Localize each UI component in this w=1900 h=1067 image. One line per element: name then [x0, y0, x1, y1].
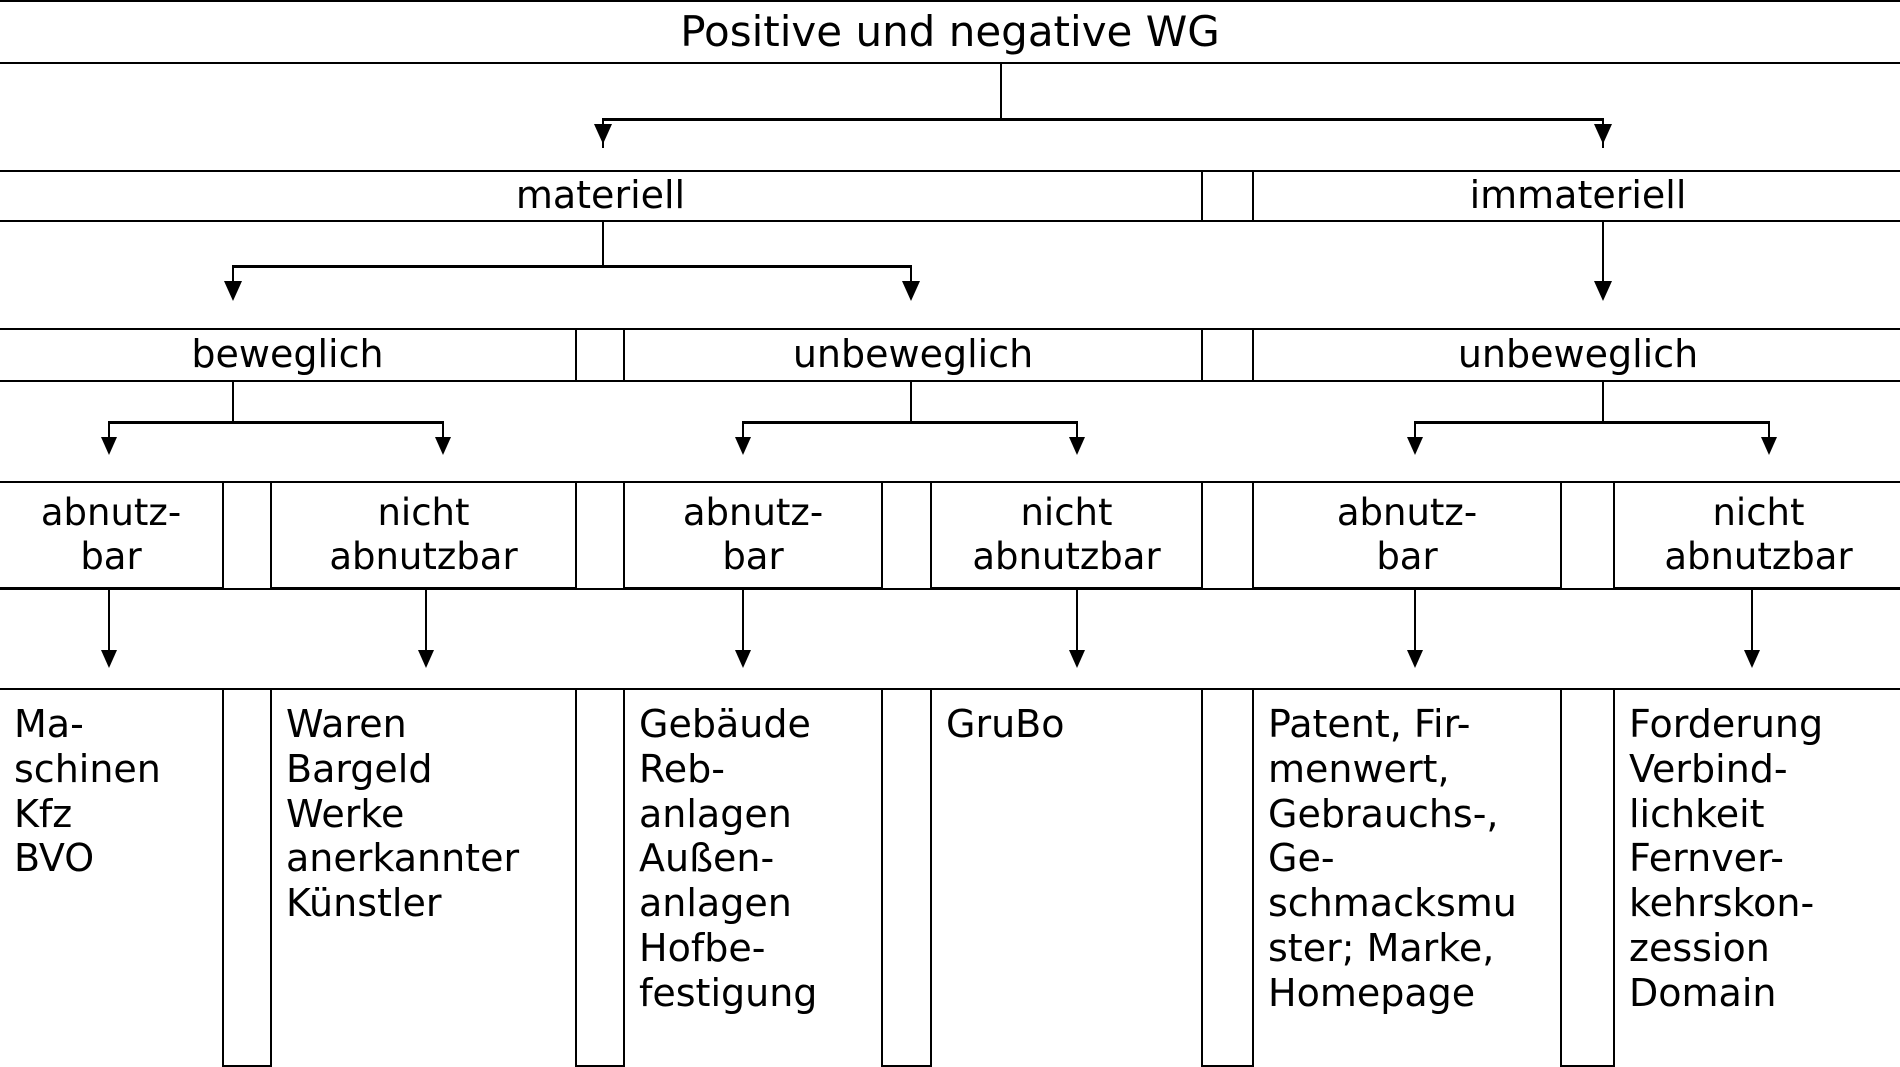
node-abnutzbar-unbeweglich-m-label: abnutz- bar [682, 491, 824, 578]
arrow-to-nicht-abnutzbar-3 [1761, 437, 1777, 455]
node-immateriell: immateriell [1252, 170, 1900, 222]
content-box-maschinen: Ma- schinen Kfz BVO [0, 688, 224, 1067]
content-box-waren-text: Waren Bargeld Werke anerkannter Künstler [286, 702, 520, 926]
connector-materiell-bus [232, 265, 912, 268]
connector-beweglich-stem [232, 380, 234, 424]
content-box-grubo-text: GruBo [946, 702, 1065, 746]
connector-unbeweglich-m-right-drop [1076, 421, 1078, 443]
content-box-forderung-text: Forderung Verbind- lichkeit Fernver- keh… [1629, 702, 1824, 1015]
node-nicht-abnutzbar-unbeweglich-i: nicht abnutzbar [1613, 481, 1900, 589]
connector-unbeweglich-m-left-drop [742, 421, 744, 443]
node-unbeweglich-immateriell-label: unbeweglich [1457, 332, 1699, 377]
connector-beweglich-left-drop [108, 421, 110, 443]
arrow-to-content-5 [1407, 650, 1423, 668]
node-unbeweglich-materiell: unbeweglich [623, 328, 1203, 382]
arrow-to-beweglich [224, 281, 242, 301]
arrow-to-materiell [594, 124, 612, 144]
node-abnutzbar-beweglich: abnutz- bar [0, 481, 224, 589]
arrow-to-abnutzbar-2 [735, 437, 751, 455]
node-root-label: Positive und negative WG [680, 7, 1220, 56]
connector-materiell-left-drop [232, 265, 234, 288]
arrow-to-unbeweglich-immateriell [1594, 281, 1612, 301]
connector-unbeweglich-i-bus [1414, 421, 1770, 424]
node-root-title: Positive und negative WG [0, 0, 1900, 64]
node-abnutzbar-unbeweglich-i-label: abnutz- bar [1336, 491, 1478, 578]
connector-unbeweglich-i-right-drop [1768, 421, 1770, 443]
node-nicht-abnutzbar-beweglich: nicht abnutzbar [270, 481, 577, 589]
arrow-to-content-4 [1069, 650, 1085, 668]
connector-beweglich-right-drop [442, 421, 444, 443]
content-box-forderung: Forderung Verbind- lichkeit Fernver- keh… [1613, 688, 1900, 1067]
arrow-to-content-3 [735, 650, 751, 668]
table-rule [0, 588, 1900, 590]
arrow-to-unbeweglich-materiell [902, 281, 920, 301]
connector-unbeweglich-m-stem [910, 380, 912, 424]
content-box-maschinen-text: Ma- schinen Kfz BVO [14, 702, 161, 881]
arrow-to-content-1 [101, 650, 117, 668]
arrow-to-content-2 [418, 650, 434, 668]
connector-immateriell-stem [1602, 220, 1604, 288]
content-box-gebaeude-text: Gebäude Reb- anlagen Außen- anlagen Hofb… [639, 702, 818, 1015]
connector-root-bus [602, 118, 1604, 121]
arrow-to-content-6 [1744, 650, 1760, 668]
node-unbeweglich-immateriell: unbeweglich [1252, 328, 1900, 382]
node-unbeweglich-materiell-label: unbeweglich [792, 332, 1034, 377]
node-nicht-abnutzbar-beweglich-label: nicht abnutzbar [329, 491, 518, 578]
content-box-waren: Waren Bargeld Werke anerkannter Künstler [270, 688, 577, 1067]
node-abnutzbar-unbeweglich-m: abnutz- bar [623, 481, 883, 589]
connector-root-stem [1000, 62, 1002, 121]
arrow-to-nicht-abnutzbar-2 [1069, 437, 1085, 455]
node-beweglich-label: beweglich [191, 332, 384, 377]
connector-leaf-stem-3 [742, 588, 744, 656]
content-box-grubo: GruBo [930, 688, 1203, 1067]
connector-leaf-stem-6 [1751, 588, 1753, 656]
node-abnutzbar-unbeweglich-i: abnutz- bar [1252, 481, 1562, 589]
node-nicht-abnutzbar-unbeweglich-m-label: nicht abnutzbar [972, 491, 1161, 578]
content-box-patent-text: Patent, Fir- menwert, Gebrauchs-, Ge- sc… [1268, 702, 1517, 1015]
connector-unbeweglich-m-bus [742, 421, 1078, 424]
connector-materiell-right-drop [910, 265, 912, 288]
content-box-patent: Patent, Fir- menwert, Gebrauchs-, Ge- sc… [1252, 688, 1562, 1067]
connector-materiell-stem [602, 220, 604, 268]
node-materiell-label: materiell [515, 173, 686, 218]
connector-leaf-stem-1 [108, 588, 110, 656]
node-abnutzbar-beweglich-label: abnutz- bar [40, 491, 182, 578]
arrow-to-nicht-abnutzbar-1 [435, 437, 451, 455]
connector-unbeweglich-i-left-drop [1414, 421, 1416, 443]
arrow-to-immateriell [1594, 124, 1612, 144]
connector-leaf-stem-5 [1414, 588, 1416, 656]
arrow-to-abnutzbar-1 [101, 437, 117, 455]
node-nicht-abnutzbar-unbeweglich-m: nicht abnutzbar [930, 481, 1203, 589]
connector-unbeweglich-i-stem [1602, 380, 1604, 424]
arrow-to-abnutzbar-3 [1407, 437, 1423, 455]
node-nicht-abnutzbar-unbeweglich-i-label: nicht abnutzbar [1664, 491, 1853, 578]
node-materiell: materiell [0, 170, 1203, 222]
node-immateriell-label: immateriell [1469, 173, 1687, 218]
connector-leaf-stem-2 [425, 588, 427, 656]
connector-beweglich-bus [108, 421, 444, 424]
node-beweglich: beweglich [0, 328, 577, 382]
content-box-gebaeude: Gebäude Reb- anlagen Außen- anlagen Hofb… [623, 688, 883, 1067]
connector-leaf-stem-4 [1076, 588, 1078, 656]
